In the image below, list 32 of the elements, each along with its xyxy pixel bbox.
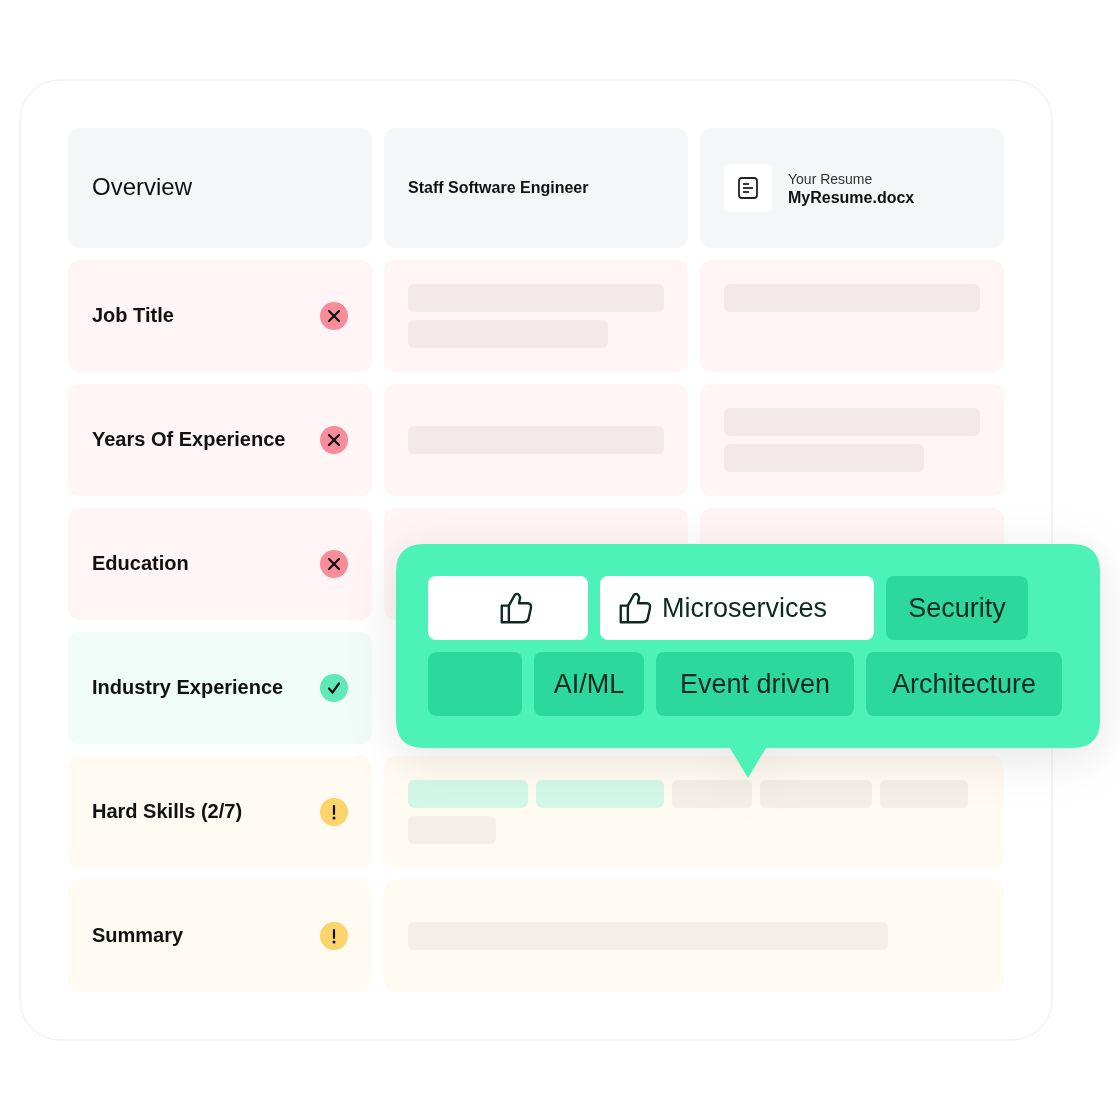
- skill-tag: [866, 652, 1062, 716]
- criteria-card: [68, 632, 372, 744]
- skill-tag: [428, 652, 522, 716]
- document-caption: Your Resume: [788, 171, 873, 187]
- criteria-card: [68, 260, 372, 372]
- skill-tag: [534, 652, 644, 716]
- liked-skill-tag: [600, 576, 874, 640]
- skill-label: Security: [908, 592, 1006, 624]
- criteria-card: [68, 880, 372, 992]
- skill-label: AI/ML: [553, 668, 625, 700]
- skill-label: Architecture: [891, 668, 1037, 700]
- liked-skill-tag: [428, 576, 588, 640]
- criteria-card: [68, 756, 372, 868]
- skills-popup: [396, 544, 1100, 778]
- criteria-label: Summary: [92, 924, 184, 947]
- criteria-label: Years Of Experience: [92, 428, 286, 451]
- skill-label: Microservices: [662, 592, 828, 624]
- criteria-card: [68, 384, 372, 496]
- skill-tag: [886, 576, 1028, 640]
- criteria-label: Industry Experience: [92, 676, 284, 699]
- skill-tag: [656, 652, 854, 716]
- file-name: MyResume.docx: [788, 189, 915, 207]
- criteria-card: [68, 508, 372, 620]
- placeholder-card: [384, 880, 1004, 992]
- criteria-label: Job Title: [92, 304, 174, 327]
- placeholder-card: [384, 756, 1004, 868]
- job-title: Staff Software Engineer: [408, 179, 589, 197]
- document-card: [700, 128, 1004, 248]
- criteria-label: Education: [92, 552, 189, 575]
- skill-label: Event driven: [679, 668, 831, 700]
- section-heading: Overview: [92, 173, 193, 201]
- criteria-label: Hard Skills (2/7): [92, 800, 243, 823]
